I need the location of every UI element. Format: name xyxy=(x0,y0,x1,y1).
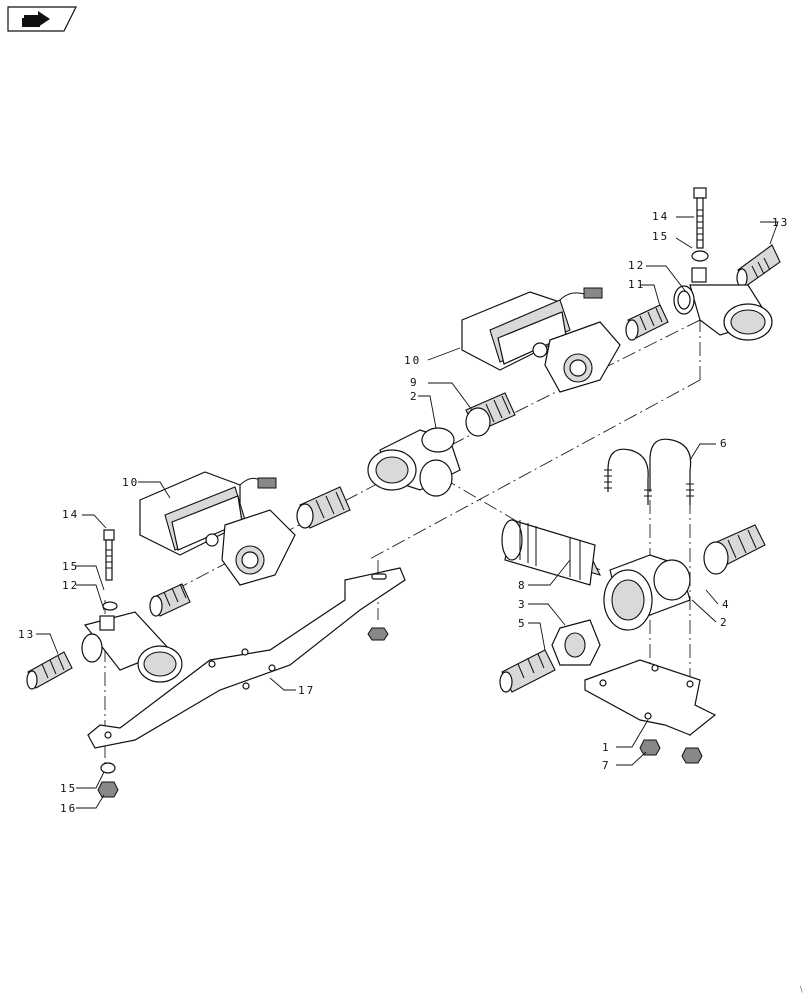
callout-labels: 14 15 13 12 11 10 9 2 10 14 6 15 12 8 3 … xyxy=(18,210,789,815)
forward-arrow-icon[interactable] xyxy=(7,6,77,32)
fitting-5 xyxy=(499,649,556,693)
callout-10-left: 10 xyxy=(122,476,139,489)
fitting-13-top xyxy=(736,244,781,288)
valve-body-top xyxy=(673,267,773,341)
valve-body-left xyxy=(81,611,183,683)
callout-17: 17 xyxy=(298,684,315,697)
callout-6: 6 xyxy=(720,437,729,450)
solenoid-valve-left xyxy=(139,471,296,586)
callout-2-top: 2 xyxy=(410,390,419,403)
callout-14-left: 14 xyxy=(62,508,79,521)
callout-14-top: 14 xyxy=(652,210,669,223)
fitting-left-small xyxy=(149,583,191,617)
u-bolts-6 xyxy=(604,438,694,505)
callout-4: 4 xyxy=(722,598,731,611)
callout-8: 8 xyxy=(518,579,527,592)
tee-fitting-center xyxy=(367,427,461,497)
callout-15-left: 15 xyxy=(62,560,79,573)
tee-fitting-right xyxy=(603,554,691,631)
nut-16 xyxy=(97,781,119,798)
callout-5: 5 xyxy=(518,617,527,630)
callout-12-left: 12 xyxy=(62,579,79,592)
corner-mark: \ xyxy=(800,985,803,994)
bolt-top xyxy=(693,187,707,249)
washer-bottom xyxy=(100,762,116,774)
callout-15-top: 15 xyxy=(652,230,669,243)
leader-lines xyxy=(36,216,779,809)
callout-1: 1 xyxy=(602,741,611,754)
callout-7: 7 xyxy=(602,759,611,772)
callout-13-left: 13 xyxy=(18,628,35,641)
fitting-13-left xyxy=(26,651,73,690)
fitting-11 xyxy=(625,304,669,341)
nut-bracket xyxy=(367,627,389,641)
nut-bracket-1 xyxy=(681,747,703,764)
pipe-nipple-8 xyxy=(501,519,602,586)
mounting-bracket-1 xyxy=(584,659,717,736)
callout-12-top: 12 xyxy=(628,259,645,272)
solenoid-valve-top xyxy=(461,287,621,393)
callout-15-bottom: 15 xyxy=(60,782,77,795)
fitting-4 xyxy=(703,524,766,575)
fitting-center-left xyxy=(296,486,351,529)
fitting-9 xyxy=(465,392,516,437)
bolt-left xyxy=(103,529,115,581)
callout-16: 16 xyxy=(60,802,77,815)
hex-bushing-3 xyxy=(551,619,601,666)
callout-10-top: 10 xyxy=(404,354,421,367)
callout-9: 9 xyxy=(410,376,419,389)
callout-2-right: 2 xyxy=(720,616,729,629)
callout-13-top: 13 xyxy=(772,216,789,229)
nut-7 xyxy=(639,739,661,756)
washer-top xyxy=(691,250,709,262)
washer-left xyxy=(102,601,118,611)
callout-11: 11 xyxy=(628,278,645,291)
callout-3: 3 xyxy=(518,598,527,611)
mounting-bracket-17 xyxy=(87,567,406,749)
